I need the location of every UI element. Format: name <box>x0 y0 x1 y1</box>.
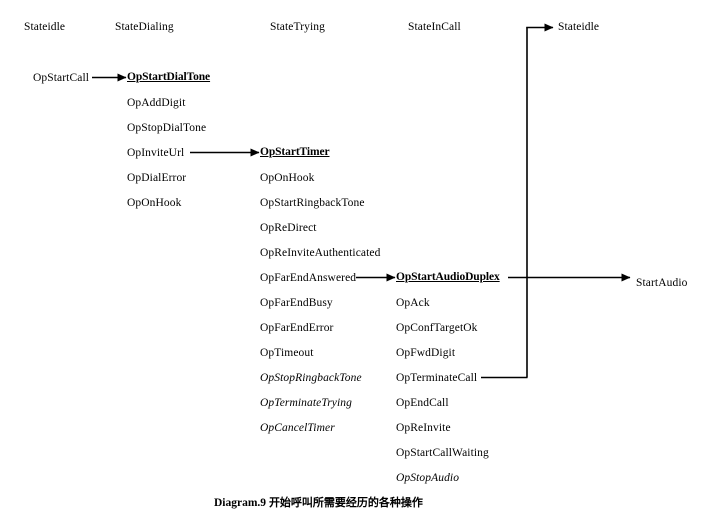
endpoint-startaudio: StartAudio <box>636 277 688 289</box>
operation-opstartcallwaiting: OpStartCallWaiting <box>396 447 489 459</box>
operation-opredirect: OpReDirect <box>260 222 317 234</box>
operation-opcanceltimer: OpCancelTimer <box>260 422 335 434</box>
operation-oponhook-trying: OpOnHook <box>260 172 315 184</box>
column-header-state-idle-left: Stateidle <box>24 21 66 33</box>
operation-opendcall: OpEndCall <box>396 397 449 409</box>
operation-opreinviteauthenticated: OpReInviteAuthenticated <box>260 247 381 259</box>
operation-opstartaudioduplex: OpStartAudioDuplex <box>396 271 500 283</box>
operation-opreinvite: OpReInvite <box>396 422 451 434</box>
column-header-state-dialing: StateDialing <box>115 21 174 33</box>
column-header-state-incall: StateInCall <box>408 21 461 33</box>
operation-opstartcall: OpStartCall <box>33 72 90 84</box>
figure-caption-label: Diagram.9 <box>214 497 267 509</box>
operation-opterminatecall: OpTerminateCall <box>396 372 478 384</box>
figure-caption: Diagram.9 开始呼叫所需要经历的各种操作 <box>214 494 423 510</box>
column-header-state-trying: StateTrying <box>270 21 325 33</box>
operation-opinviteurl: OpInviteUrl <box>127 147 185 159</box>
column-header-state-idle-right: Stateidle <box>558 21 600 33</box>
operation-opfarenderror: OpFarEndError <box>260 322 334 334</box>
operation-opstopaudio: OpStopAudio <box>396 472 460 484</box>
operation-opadddigit: OpAddDigit <box>127 97 186 109</box>
operation-opstartdialtone: OpStartDialTone <box>127 71 211 83</box>
operation-oponhook-dialing: OpOnHook <box>127 197 182 209</box>
operation-opstartringbacktone: OpStartRingbackTone <box>260 197 365 209</box>
operation-opack: OpAck <box>396 297 430 309</box>
operation-optimeout: OpTimeout <box>260 347 314 359</box>
operation-opterminatetrying: OpTerminateTrying <box>260 397 353 409</box>
operation-opfarendanswered: OpFarEndAnswered <box>260 272 357 284</box>
operation-opconftargetok: OpConfTargetOk <box>396 322 478 334</box>
operation-opstarttimer: OpStartTimer <box>260 146 330 158</box>
figure-caption-text: 开始呼叫所需要经历的各种操作 <box>268 496 423 509</box>
operation-opfarendbusy: OpFarEndBusy <box>260 297 333 309</box>
operation-opstopdialtone: OpStopDialTone <box>127 122 207 134</box>
operation-opfwddigit: OpFwdDigit <box>396 347 456 359</box>
operation-opdialerror: OpDialError <box>127 172 187 184</box>
operation-opstopringbacktone: OpStopRingbackTone <box>260 372 362 384</box>
